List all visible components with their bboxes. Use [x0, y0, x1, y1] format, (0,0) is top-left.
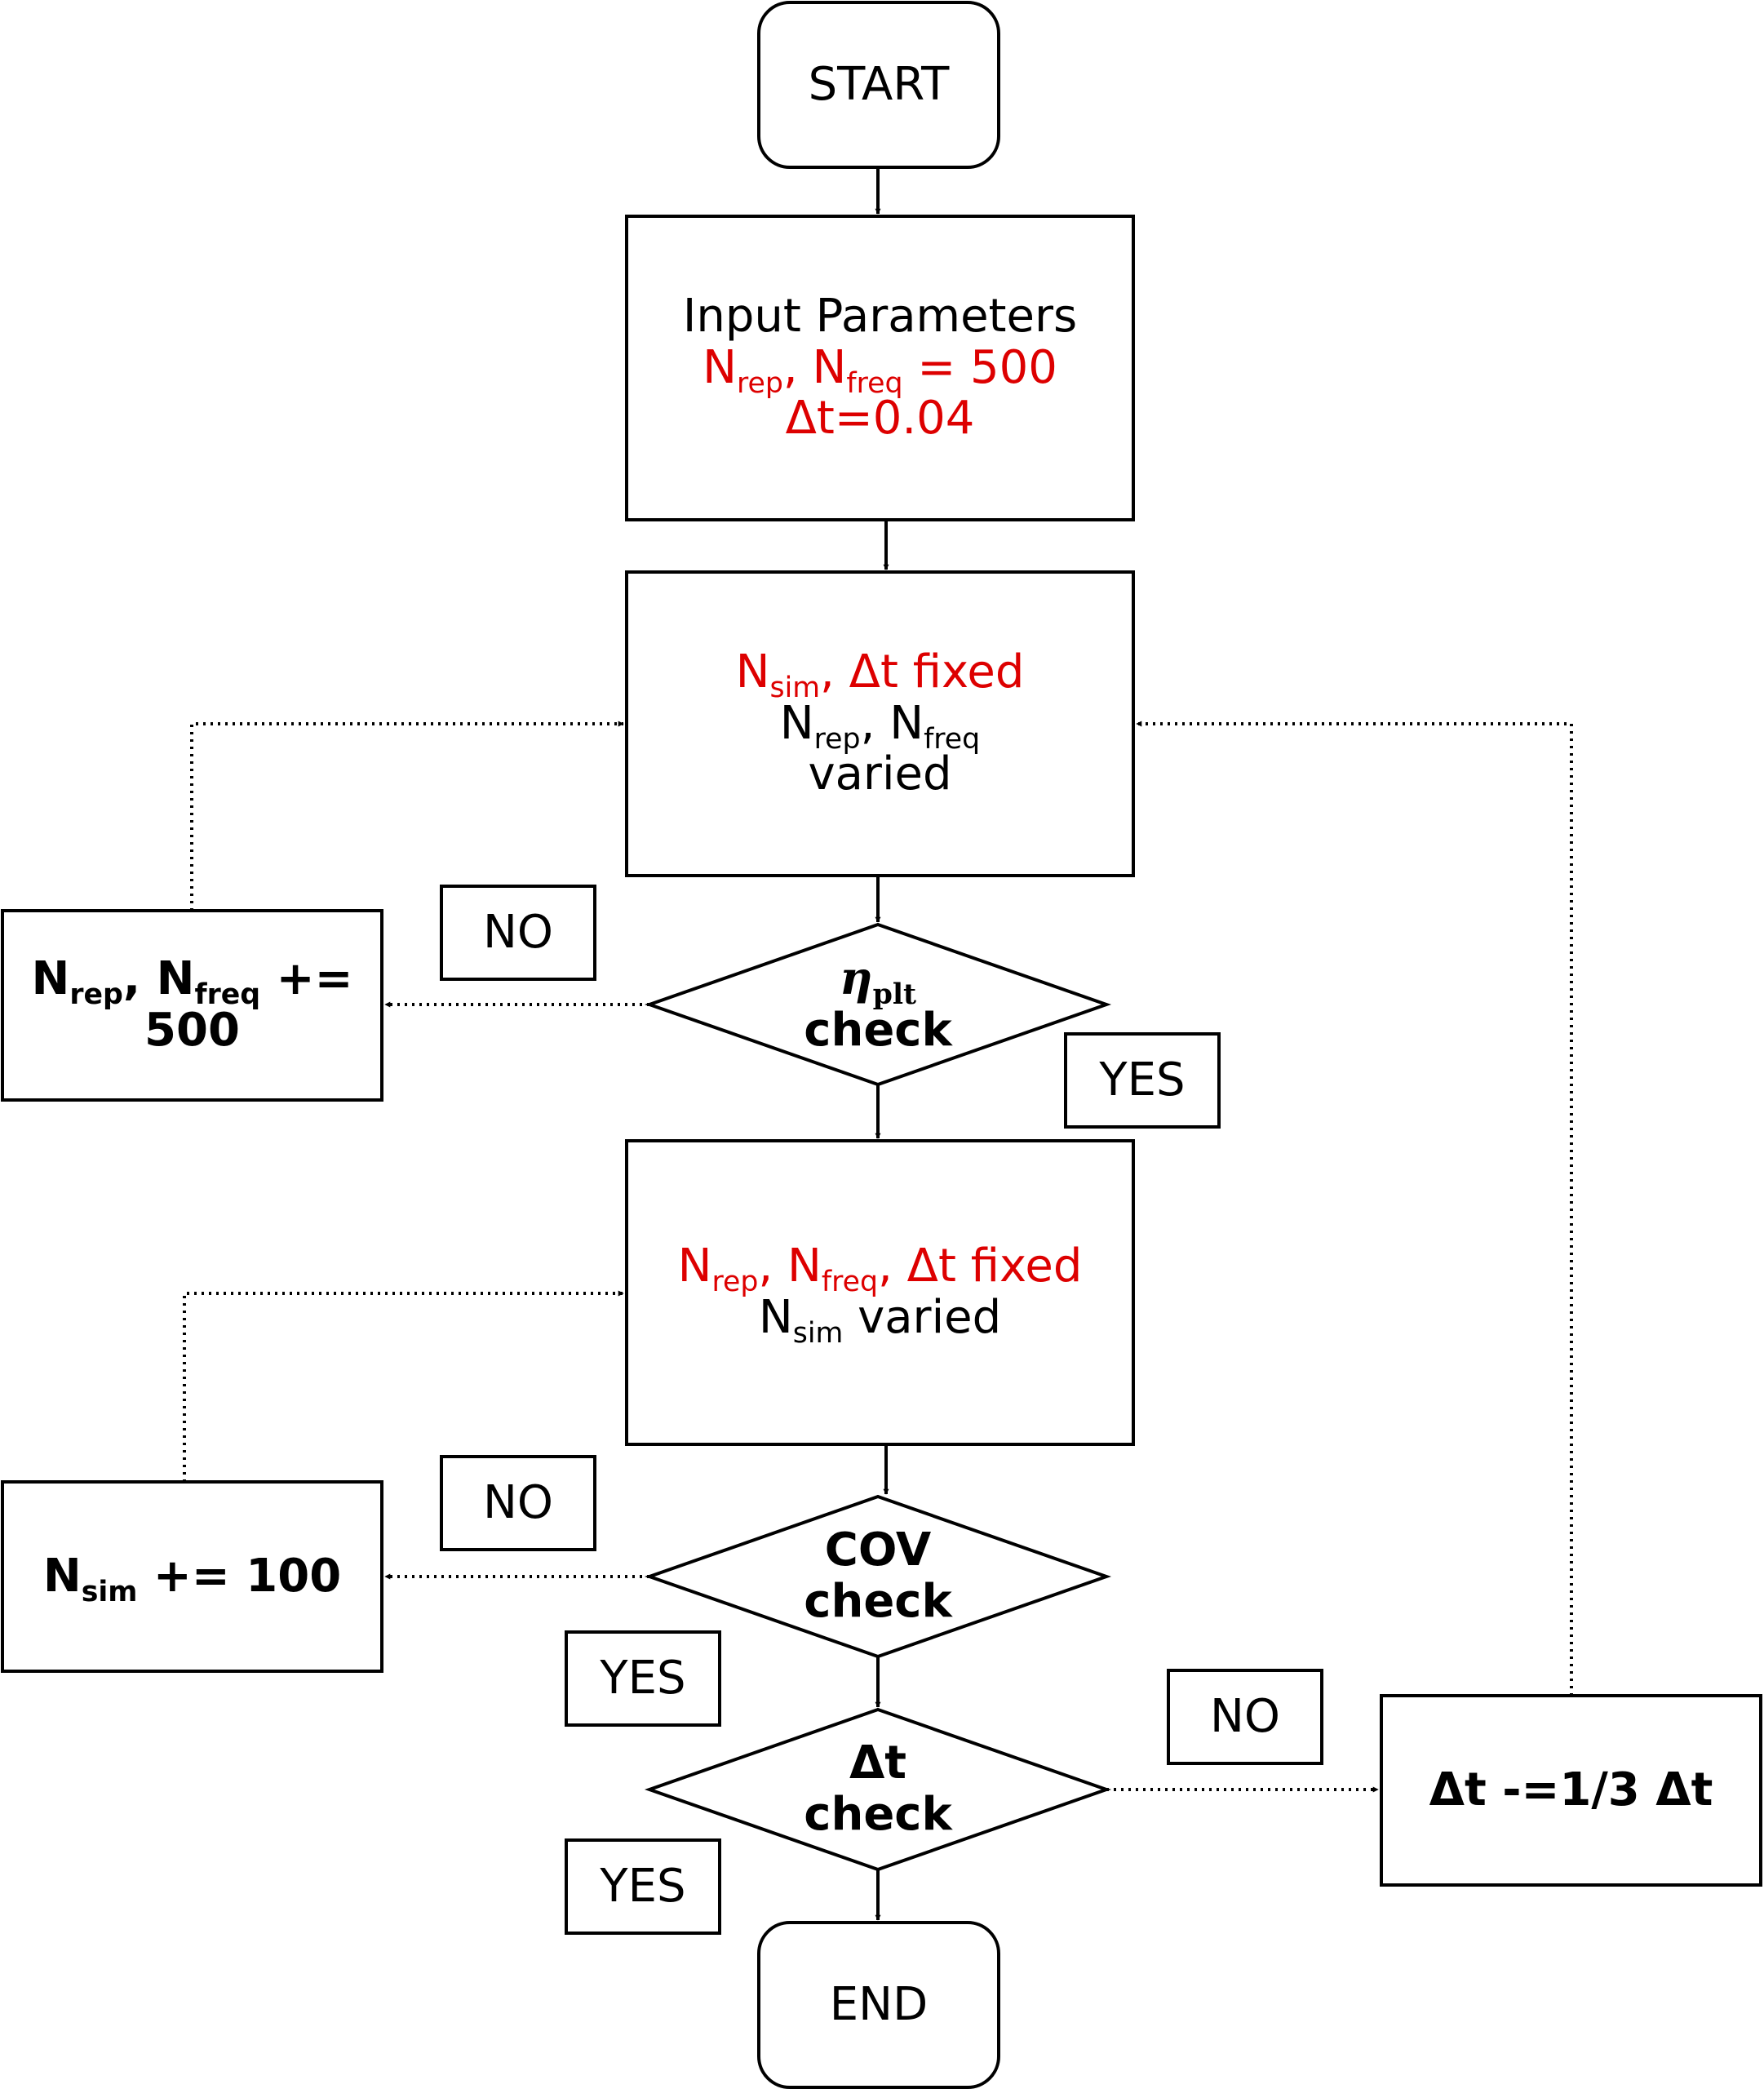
end-terminal — [757, 1921, 1000, 2089]
stage2-text: Nrep, Nfreq, Δt fixed Nsim varied — [627, 1141, 1133, 1444]
update1-text: Nrep, Nfreq += 500 — [2, 911, 382, 1100]
stage2-box — [625, 1139, 1135, 1446]
dt-word: Δt — [849, 1736, 907, 1790]
update2-text: Nsim += 100 — [2, 1482, 382, 1671]
input-parameters-box — [625, 215, 1135, 521]
stage1-varied-word: varied — [808, 747, 952, 801]
end-label: END — [829, 1977, 929, 2031]
yes-label-box-dt — [565, 1838, 721, 1935]
dt-check-text: Δt check — [698, 1734, 1057, 1845]
cov-word: COV — [824, 1524, 932, 1577]
stage1-text: Nsim, Δt fixed Nrep, Nfreq varied — [627, 572, 1133, 876]
stage2-varied-line: Nsim varied — [758, 1291, 1002, 1351]
arrow-update2-to-stage2 — [183, 1290, 624, 1482]
yes-label-eta: YES — [1099, 1053, 1186, 1107]
input-parameters-text: Input Parameters Nrep, Nfreq = 500 Δt=0.… — [627, 216, 1133, 520]
no-label-cov: NO — [483, 1475, 553, 1529]
input-n-line: Nrep, Nfreq = 500 — [702, 340, 1057, 400]
eta-symbol: ηplt — [839, 951, 917, 1011]
arrow-update1-to-stage1 — [190, 721, 624, 911]
no-label-box-cov — [440, 1455, 596, 1551]
update1-vars: Nrep, Nfreq += — [31, 952, 353, 1012]
stage2-fixed-line: Nrep, Nfreq, Δt fixed — [677, 1240, 1083, 1299]
no-label-box-eta — [440, 885, 596, 981]
yes-label-dt: YES — [600, 1859, 686, 1913]
yes-label-box-eta — [1064, 1032, 1221, 1129]
dt-check-word: check — [804, 1788, 952, 1841]
yes-label-box-cov — [565, 1630, 721, 1727]
eta-check-text: ηplt check — [698, 949, 1057, 1060]
no-label-box-dt — [1167, 1669, 1323, 1765]
no-label-dt: NO — [1210, 1689, 1280, 1743]
update3-text: Δt -=1/3 Δt — [1429, 1763, 1713, 1816]
update2-box — [1, 1480, 383, 1673]
input-dt-line: Δt=0.04 — [785, 392, 975, 446]
stage1-fixed-line: Nsim, Δt fixed — [735, 645, 1025, 705]
cov-check-word: check — [804, 1575, 952, 1628]
update1-value: 500 — [144, 1004, 240, 1057]
update2-line: Nsim += 100 — [42, 1549, 342, 1608]
arrow-update3-to-stage1 — [1136, 721, 1573, 1696]
stage1-varied-vars: Nrep, Nfreq — [779, 696, 981, 756]
cov-check-text: COV check — [698, 1521, 1057, 1632]
eta-check-word: check — [804, 1003, 952, 1057]
update1-box — [1, 909, 383, 1102]
no-label-eta: NO — [483, 905, 553, 959]
yes-label-cov: YES — [600, 1651, 686, 1705]
start-label: START — [808, 57, 950, 111]
input-title: Input Parameters — [682, 289, 1078, 343]
stage1-box — [625, 570, 1135, 877]
